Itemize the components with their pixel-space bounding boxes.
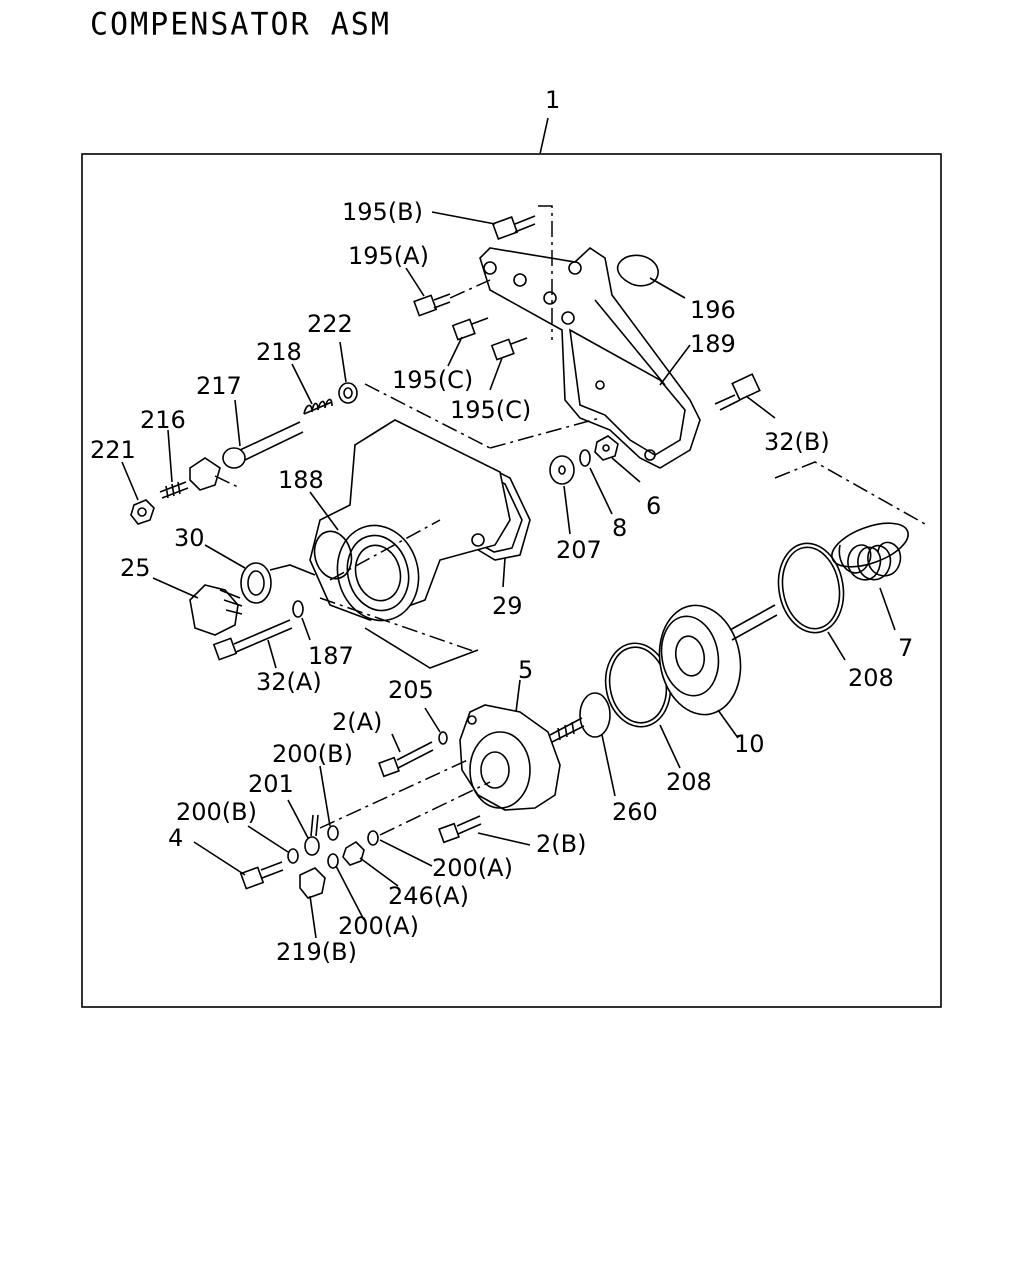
label-200a-1: 200(A) — [432, 854, 513, 882]
leader-1 — [539, 117, 549, 155]
bolt-2a — [378, 741, 434, 778]
piston-10 — [658, 604, 778, 716]
shaft-260 — [549, 692, 611, 743]
label-200b-2: 200(B) — [176, 798, 257, 826]
label-8: 8 — [612, 514, 627, 542]
label-260: 260 — [612, 798, 658, 826]
label-208-large: 208 — [848, 664, 894, 692]
fitting-201 — [304, 814, 320, 856]
label-195c-1: 195(C) — [392, 366, 473, 394]
label-196: 196 — [690, 296, 736, 324]
bolt-195b — [491, 215, 536, 240]
bolt-195c-1 — [451, 317, 489, 341]
bolt-195a — [413, 293, 451, 317]
label-32a: 32(A) — [256, 668, 322, 696]
bracket-189 — [479, 246, 701, 469]
washer-200b-lower — [287, 848, 299, 864]
plug-25 — [189, 584, 243, 636]
oring-208-large — [777, 542, 845, 634]
label-10: 10 — [734, 730, 765, 758]
label-189: 189 — [690, 330, 736, 358]
ring-205 — [438, 731, 448, 745]
label-25: 25 — [120, 554, 151, 582]
washer-200a-upper — [367, 830, 379, 846]
label-218: 218 — [256, 338, 302, 366]
label-187: 187 — [308, 642, 354, 670]
label-1: 1 — [545, 86, 560, 114]
housing-188 — [309, 419, 511, 622]
label-201: 201 — [248, 770, 294, 798]
pin-217 — [222, 421, 304, 469]
bolt-32b — [714, 373, 761, 411]
leader-lines — [121, 211, 896, 939]
cap-219b — [299, 867, 326, 899]
label-222: 222 — [307, 310, 353, 338]
nut-246a — [342, 840, 365, 866]
page-title: COMPENSATOR ASM — [90, 6, 391, 43]
label-208-small: 208 — [666, 768, 712, 796]
label-207: 207 — [556, 536, 602, 564]
nut-6 — [594, 435, 619, 461]
bolt-32a — [212, 619, 293, 661]
screw-216 — [159, 481, 189, 499]
label-2a: 2(A) — [332, 708, 382, 736]
ring-187 — [292, 600, 304, 618]
label-4: 4 — [168, 824, 183, 852]
washer-207 — [549, 455, 575, 485]
label-216: 216 — [140, 406, 186, 434]
label-217: 217 — [196, 372, 242, 400]
label-6: 6 — [646, 492, 661, 520]
label-246a: 246(A) — [388, 882, 469, 910]
label-29: 29 — [492, 592, 523, 620]
label-2b: 2(B) — [536, 830, 586, 858]
washer-30 — [240, 562, 272, 604]
block-part — [189, 457, 241, 491]
label-195a: 195(A) — [348, 242, 429, 270]
label-200a-2: 200(A) — [338, 912, 419, 940]
bolt-195c-2 — [490, 337, 528, 361]
assembly-frame — [81, 153, 942, 1008]
label-7: 7 — [898, 634, 913, 662]
cover-5 — [459, 704, 561, 811]
label-188: 188 — [278, 466, 324, 494]
label-32b: 32(B) — [764, 428, 830, 456]
label-195b: 195(B) — [342, 198, 423, 226]
bolt-4 — [239, 861, 284, 890]
ring-8 — [579, 449, 591, 467]
washer-200a-lower — [327, 853, 339, 869]
label-30: 30 — [174, 524, 205, 552]
bolt-2b — [438, 815, 482, 844]
spring-218 — [303, 398, 333, 415]
label-200b-1: 200(B) — [272, 740, 353, 768]
gasket-196 — [616, 254, 659, 287]
label-195c-2: 195(C) — [450, 396, 531, 424]
label-221: 221 — [90, 436, 136, 464]
washer-200b-upper — [327, 825, 339, 841]
label-219b: 219(B) — [276, 938, 357, 966]
label-205: 205 — [388, 676, 434, 704]
label-5: 5 — [518, 656, 533, 684]
nut-221 — [130, 499, 155, 525]
washer-222 — [338, 382, 358, 404]
